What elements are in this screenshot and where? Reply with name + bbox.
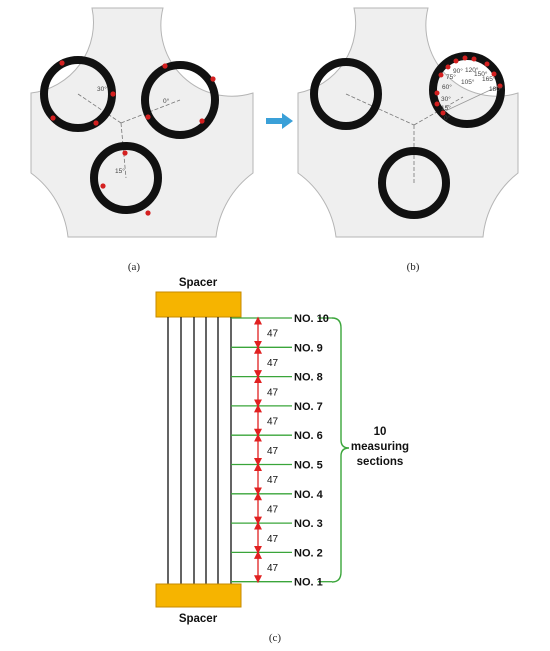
angle-label-a-top-right: 0° xyxy=(163,97,170,105)
section-label: NO. 6 xyxy=(294,430,323,442)
spacer-top-label: Spacer xyxy=(179,277,218,289)
angle-label-a-bottom: 15° xyxy=(115,167,125,175)
section-label: NO. 2 xyxy=(294,547,323,559)
section-label: NO. 1 xyxy=(294,577,323,589)
caption-b: (b) xyxy=(407,261,420,273)
tube-ring-b-bottom xyxy=(378,147,450,219)
section-label: NO. 4 xyxy=(294,489,324,501)
section-label: NO. 5 xyxy=(294,460,323,472)
brace-label-line-1: 10 xyxy=(374,426,387,438)
svg-text:105°: 105° xyxy=(461,78,475,86)
dimension-label: 47 xyxy=(267,417,279,428)
rod-bundle xyxy=(167,317,232,584)
svg-text:165°: 165° xyxy=(482,75,496,83)
panel-c: Spacer Spacer NO. 10 NO. 9 NO. 8 NO. 7 NO. 6… xyxy=(155,277,409,644)
section-label: NO. 7 xyxy=(294,401,323,413)
center-lines-b xyxy=(345,93,464,183)
tube-ring-b-top-left xyxy=(310,58,382,130)
measuring-sections: NO. 10 NO. 9 NO. 8 NO. 7 NO. 6 NO. 5 NO. 4 NO. … xyxy=(231,313,332,589)
dimension-label: 47 xyxy=(267,329,279,340)
spacer-top xyxy=(155,291,242,318)
spacer-bottom xyxy=(155,583,242,608)
section-label: NO. 3 xyxy=(294,518,323,530)
probe-dots-b xyxy=(434,55,503,116)
spacer-bottom-label: Spacer xyxy=(179,613,218,625)
svg-text:0°: 0° xyxy=(444,114,451,122)
svg-text:75°: 75° xyxy=(446,73,456,81)
svg-text:90°: 90° xyxy=(453,67,463,75)
svg-text:120°: 120° xyxy=(465,66,479,74)
panel-b: 0° 15° 30° 60° 75° 90° 105° 120° 150° 16… xyxy=(297,7,519,273)
dimension-label: 47 xyxy=(267,534,279,545)
section-label: NO. 9 xyxy=(294,342,323,354)
diameter-line-b xyxy=(440,84,502,114)
svg-text:180°: 180° xyxy=(489,85,503,93)
dimension-label: 47 xyxy=(267,387,279,398)
panel-a: 30° 0° 15° (a) xyxy=(30,7,254,273)
tube-ring-a-top-right xyxy=(141,61,219,139)
svg-text:30°: 30° xyxy=(441,95,451,103)
sections-brace xyxy=(331,317,350,583)
section-label: NO. 8 xyxy=(294,372,323,384)
dimension-label: 47 xyxy=(267,563,279,574)
dimension-label: 47 xyxy=(267,358,279,369)
dimension-label: 47 xyxy=(267,475,279,486)
tube-ring-a-bottom xyxy=(90,142,162,214)
angle-labels-b: 0° 15° 30° 60° 75° 90° 105° 120° 150° 16… xyxy=(441,66,503,122)
caption-a: (a) xyxy=(128,261,141,273)
svg-text:60°: 60° xyxy=(442,83,452,91)
angle-label-a-top-left: 30° xyxy=(97,85,107,93)
dimension-label: 47 xyxy=(267,504,279,515)
svg-text:15°: 15° xyxy=(441,104,451,112)
tube-ring-b-top-right-measured xyxy=(429,52,505,128)
section-label: NO. 10 xyxy=(294,313,329,325)
caption-c: (c) xyxy=(269,632,282,644)
dimension-label: 47 xyxy=(267,446,279,457)
brace-label-line-3: sections xyxy=(357,456,404,468)
svg-text:150°: 150° xyxy=(474,70,488,78)
plate-outline-a xyxy=(30,7,254,238)
probe-dots-a xyxy=(50,60,216,216)
transition-arrow xyxy=(266,113,293,129)
brace-label-line-2: measuring xyxy=(351,441,409,453)
